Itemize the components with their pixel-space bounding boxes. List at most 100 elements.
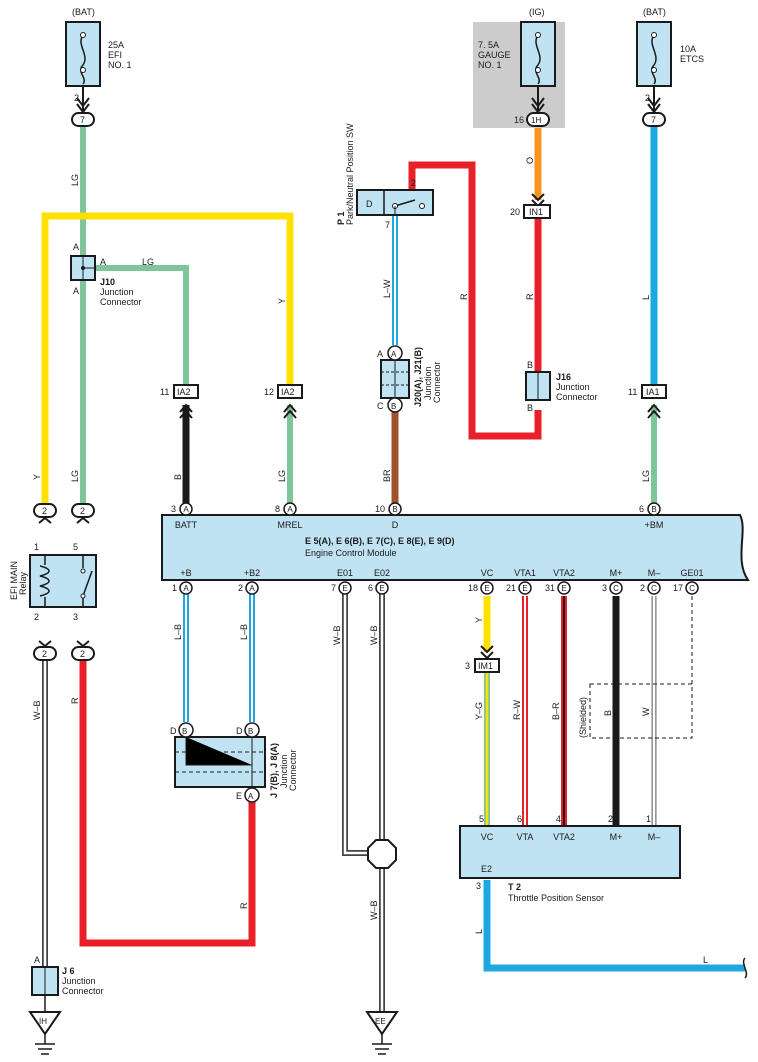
j7-pin-e: E xyxy=(236,791,242,801)
ecm-title: E 5(A), E 6(B), E 7(C), E 8(E), E 9(D) xyxy=(305,536,455,546)
j16-name1: Junction xyxy=(556,382,590,392)
ecm-bottom-pin-label: VC xyxy=(481,568,494,578)
wire-label-wb1: W–B xyxy=(32,700,42,720)
ecm-top-pin-conn: B xyxy=(651,505,656,514)
ia2-left-num: 11 xyxy=(160,387,169,397)
ia1: IA1 xyxy=(646,387,660,397)
shield-dashed xyxy=(589,596,693,739)
p1-pin-d: D xyxy=(366,199,373,209)
ecm-top-pin-label: MREL xyxy=(277,520,302,530)
ecm-bottom-pin-circle xyxy=(245,581,259,595)
im1: IM1 xyxy=(478,661,493,671)
ecm-bottom-pin-conn: E xyxy=(561,584,566,593)
tps-pin-label: VTA2 xyxy=(553,832,575,842)
tps-pin-label: M– xyxy=(648,832,661,842)
ecm-bottom-pin-label: E02 xyxy=(374,568,390,578)
ecm-top-pin-conn: A xyxy=(287,505,293,514)
fuse-etcs-source: (BAT) xyxy=(643,7,666,17)
wire-label-lg3: LG xyxy=(70,470,80,482)
ecm-bottom-pin-label: E01 xyxy=(337,568,353,578)
ecm-bottom-pin-circle xyxy=(179,581,193,595)
relay-name2: Relay xyxy=(18,571,28,595)
j10-pin-bottom: A xyxy=(73,286,79,296)
ecm-bottom-pin-circle xyxy=(338,581,352,595)
ia1-num: 11 xyxy=(628,387,637,397)
wire-label-lg5: LG xyxy=(641,470,651,482)
j20-pin-a-label: A xyxy=(377,349,383,359)
ecm-bottom-pin-label: M– xyxy=(648,568,661,578)
ecm-top-pin-label: D xyxy=(392,520,399,530)
fuse-gauge-conn: 1H xyxy=(531,116,541,125)
wire-label-w: W xyxy=(641,707,651,716)
j16-code: J16 xyxy=(556,372,571,382)
ecm-top-pin-circle xyxy=(647,502,661,516)
ecm-bottom-pin-circle xyxy=(480,581,494,595)
fuse-etcs-pin: 2 xyxy=(645,93,650,103)
wire-r-relay xyxy=(79,660,256,947)
wire-label-r2: R xyxy=(525,293,535,300)
wire-r-p1-j16 xyxy=(408,161,542,440)
ecm-bottom-pin-circle xyxy=(685,581,699,595)
fuse-etcs-conn: 7 xyxy=(651,115,656,125)
j7-pin-b1: B xyxy=(182,727,187,736)
ecm-top-pin-circle xyxy=(283,502,297,516)
p1-code: P 1 xyxy=(336,212,346,225)
ecm-bottom-pin-num: 21 xyxy=(506,583,516,593)
wire-label-y3: Y xyxy=(474,617,484,623)
wire-label-shielded: (Shielded) xyxy=(578,697,588,738)
fuse-gauge-name1: GAUGE xyxy=(478,50,511,60)
wire-label-l3: L xyxy=(703,955,708,965)
tps-pin-label: VC xyxy=(481,832,494,842)
relay-pin-2: 2 xyxy=(34,612,39,622)
wire-label-r3: R xyxy=(70,697,80,704)
j10-code: J10 xyxy=(100,277,115,287)
tps-e2-num: 3 xyxy=(476,881,481,891)
ground-ih-label: IH xyxy=(39,1017,47,1026)
ecm-top-pin-circle xyxy=(179,502,193,516)
ecm-bottom-pin-conn: E xyxy=(484,584,489,593)
in1-num: 20 xyxy=(510,207,520,217)
ecm-top-pin-num: 8 xyxy=(275,504,280,514)
ecm-bottom-pin-conn: C xyxy=(689,584,695,593)
ecm-name: Engine Control Module xyxy=(305,548,397,558)
wire-label-lg2: LG xyxy=(142,257,154,267)
j7-pin-a: A xyxy=(248,792,254,801)
fuse-efi-name2: NO. 1 xyxy=(108,60,132,70)
wire-label-o: O xyxy=(525,157,535,164)
j20-code: J20(A), J21(B) xyxy=(413,347,423,407)
ecm-bottom-pin-label: GE01 xyxy=(680,568,703,578)
j20-junction xyxy=(380,345,410,413)
relay-pin-3: 3 xyxy=(73,612,78,622)
j10-name1: Junction xyxy=(100,287,134,297)
j7-name2: Connector xyxy=(288,749,298,791)
wire-label-br2: B–R xyxy=(551,702,561,720)
ecm-top-pin-num: 3 xyxy=(171,504,176,514)
wire-label-yg: Y–G xyxy=(474,702,484,720)
fuse-gauge-name2: NO. 1 xyxy=(478,60,502,70)
fuse-efi-source: (BAT) xyxy=(72,7,95,17)
tps-name: Throttle Position Sensor xyxy=(508,893,604,903)
j20-pin-b-circle: B xyxy=(391,402,396,411)
fuse-etcs-name1: ETCS xyxy=(680,54,704,64)
ground-ee-label: EE xyxy=(375,1017,386,1026)
tps-pin-label: VTA xyxy=(517,832,534,842)
fuse-efi xyxy=(65,21,101,87)
wire-label-wb3: W–B xyxy=(369,625,379,645)
j7-pin-b2: B xyxy=(248,727,253,736)
wire-label-b2: B xyxy=(603,710,613,716)
efi-main-relay xyxy=(29,554,97,608)
wire-label-y1: Y xyxy=(32,474,42,480)
wire-label-lg4: LG xyxy=(277,470,287,482)
wire-lg-j10-ia2 xyxy=(90,265,189,384)
wire-label-l1: L xyxy=(641,295,651,300)
ground-ih-icon xyxy=(28,995,62,1055)
j16-pin-b-bottom: B xyxy=(527,403,533,413)
in1: IN1 xyxy=(529,207,543,217)
ecm-bottom-pin-label: M+ xyxy=(610,568,623,578)
ecm-bottom-pin-conn: C xyxy=(613,584,619,593)
j7-junction xyxy=(174,722,266,803)
tps-pin-num: 4 xyxy=(556,814,561,824)
j6-pin: A xyxy=(34,955,40,965)
